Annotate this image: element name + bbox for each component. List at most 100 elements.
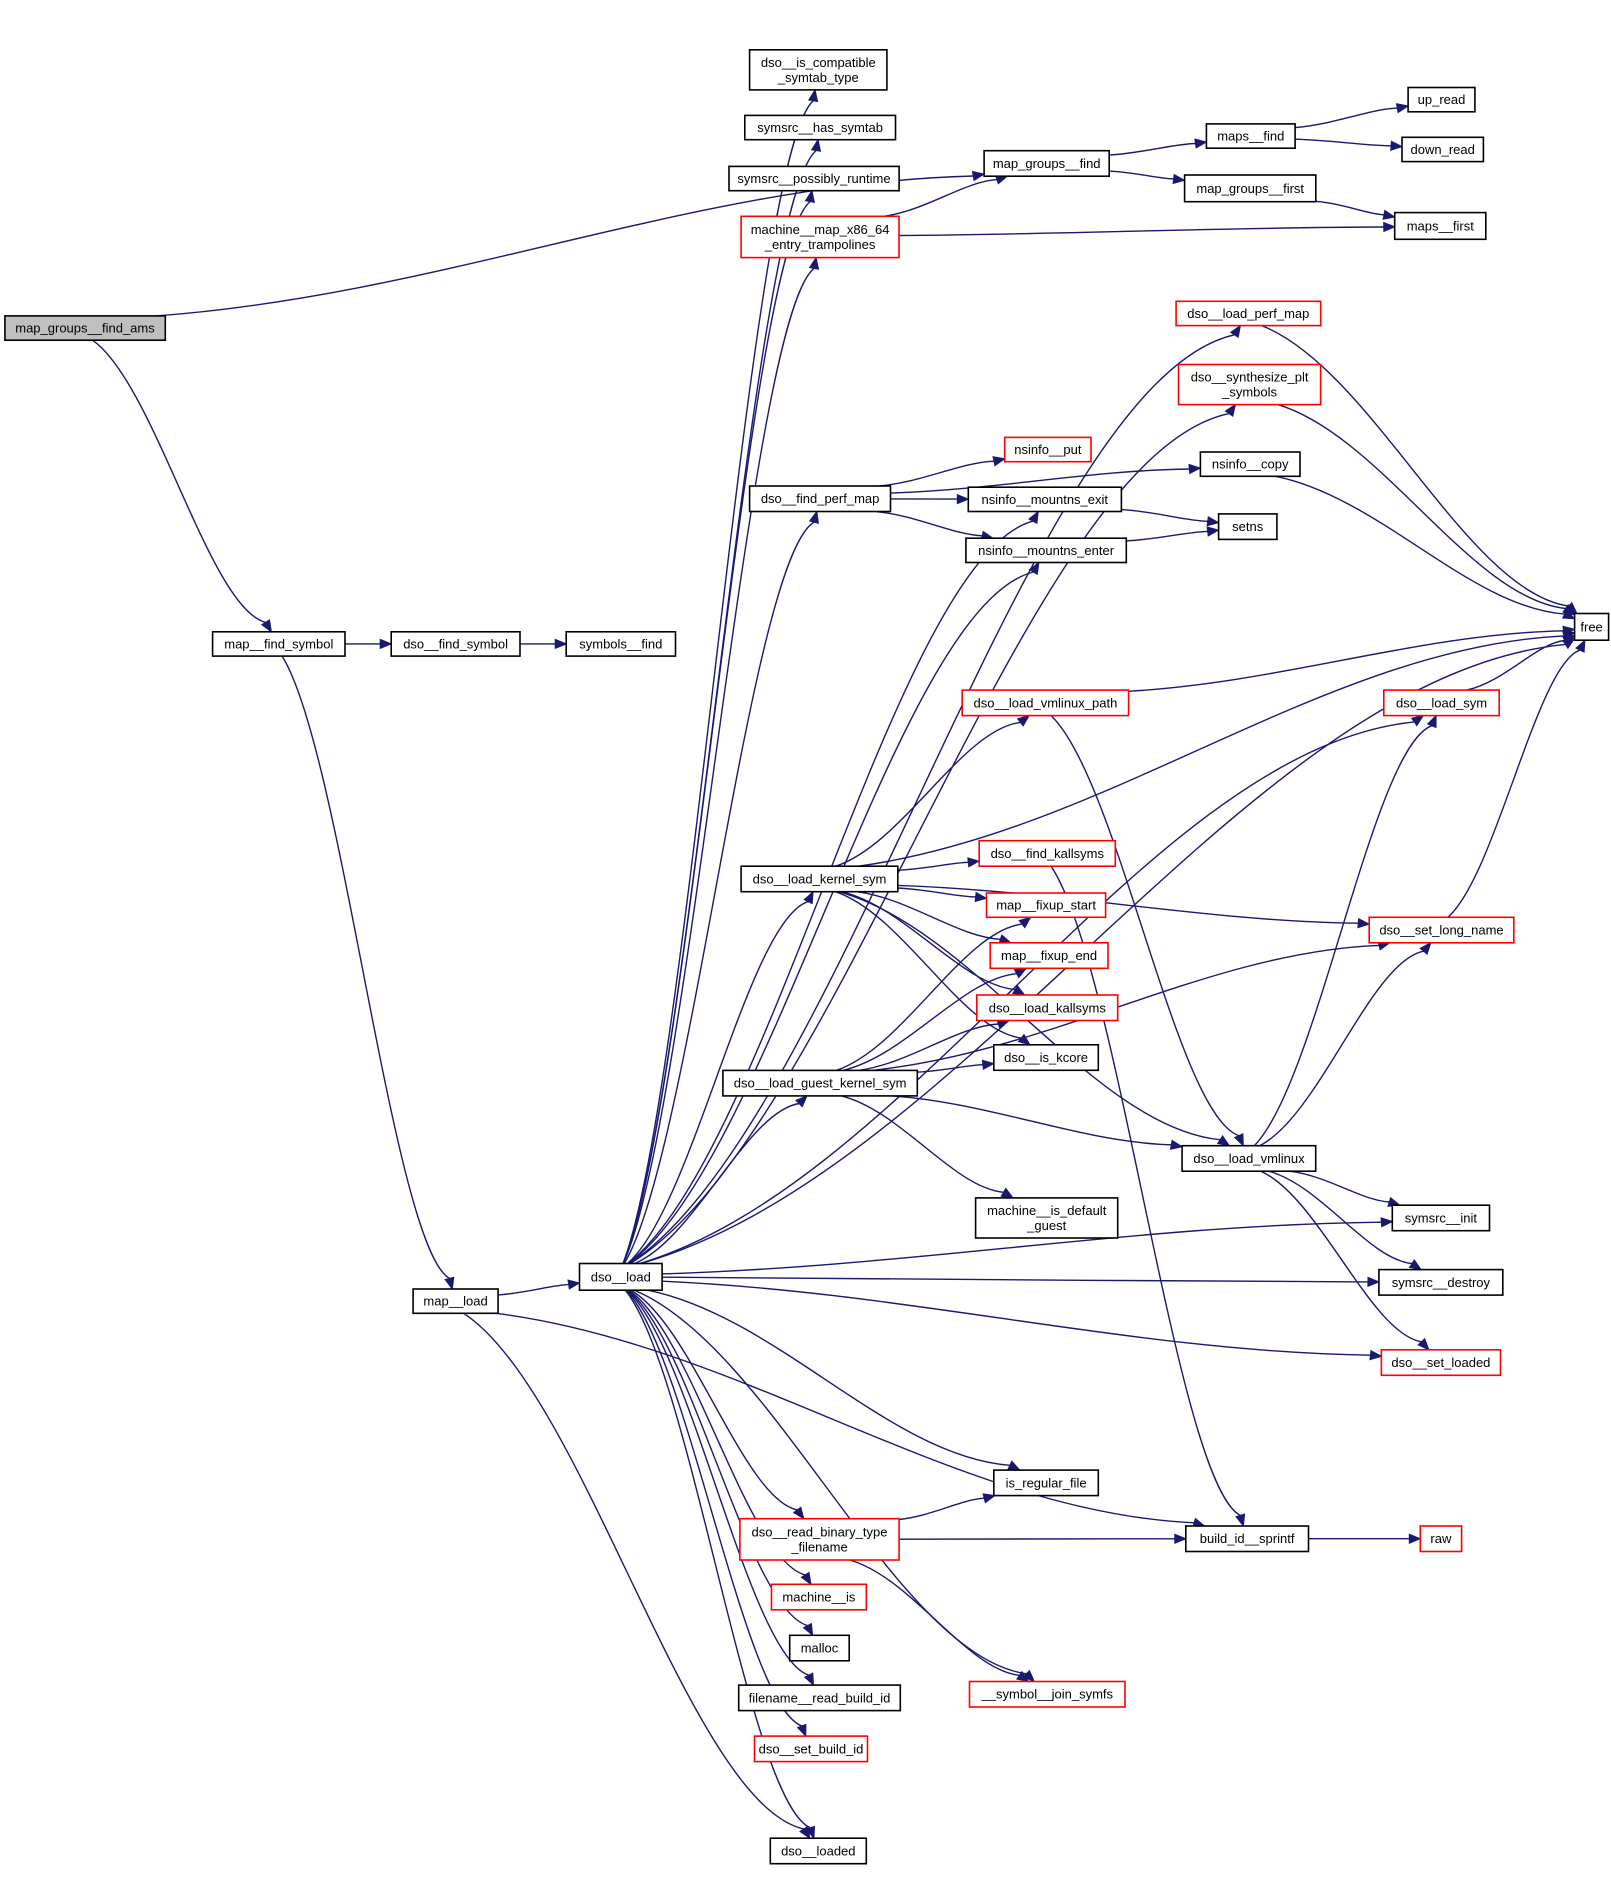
node-dso__synthesize_plt_symbols[interactable]: dso__synthesize_plt_symbols: [1177, 363, 1322, 406]
node-maps__find[interactable]: maps__find: [1205, 123, 1296, 150]
node-dso__find_symbol[interactable]: dso__find_symbol: [390, 630, 521, 657]
node-box[interactable]: [722, 1069, 919, 1097]
node-box[interactable]: [989, 941, 1109, 970]
node-box[interactable]: [1380, 1349, 1502, 1377]
node-box[interactable]: [978, 839, 1117, 868]
node-box[interactable]: [1393, 211, 1487, 241]
node-box[interactable]: [1401, 136, 1485, 163]
node-box[interactable]: [1378, 1268, 1504, 1296]
node-box[interactable]: [4, 315, 167, 341]
node-box[interactable]: [770, 1583, 868, 1611]
node-map__load[interactable]: map__load: [412, 1288, 499, 1315]
node-box[interactable]: [737, 1684, 902, 1712]
node-up_read[interactable]: up_read: [1407, 86, 1476, 113]
node-setns[interactable]: setns: [1217, 513, 1278, 541]
node-box[interactable]: [967, 486, 1123, 513]
node-dso__load_kallsyms[interactable]: dso__load_kallsyms: [975, 994, 1119, 1022]
node-box[interactable]: [788, 1634, 851, 1662]
node-raw[interactable]: raw: [1419, 1525, 1463, 1553]
node-box[interactable]: [965, 537, 1128, 564]
node-free[interactable]: free: [1573, 612, 1610, 642]
node-box[interactable]: [578, 1262, 663, 1292]
node-nsinfo__put[interactable]: nsinfo__put: [1003, 436, 1092, 463]
node-dso__read_binary_type_filename[interactable]: dso__read_binary_type_filename: [739, 1517, 900, 1561]
node-box[interactable]: [565, 630, 677, 657]
node-dso__set_build_id[interactable]: dso__set_build_id: [753, 1735, 869, 1763]
node-map_groups__first[interactable]: map_groups__first: [1183, 174, 1317, 203]
node-maps__first[interactable]: maps__first: [1393, 211, 1487, 241]
node-box[interactable]: [1003, 436, 1092, 463]
node-dso__loaded[interactable]: dso__loaded: [769, 1837, 868, 1865]
node-__symbol__join_symfs[interactable]: __symbol__join_symfs: [968, 1680, 1126, 1708]
node-box[interactable]: [1407, 86, 1476, 113]
node-build_id__sprintf[interactable]: build_id__sprintf: [1185, 1525, 1310, 1553]
node-box[interactable]: [740, 215, 900, 259]
node-box[interactable]: [1181, 1144, 1317, 1172]
node-down_read[interactable]: down_read: [1401, 136, 1485, 163]
node-box[interactable]: [1185, 1525, 1310, 1553]
node-box[interactable]: [211, 630, 346, 657]
node-box[interactable]: [1391, 1204, 1491, 1232]
node-symsrc__has_symtab[interactable]: symsrc__has_symtab: [743, 114, 897, 141]
node-dso__set_long_name[interactable]: dso__set_long_name: [1368, 916, 1515, 944]
node-box[interactable]: [992, 1469, 1100, 1497]
node-box[interactable]: [975, 994, 1119, 1022]
node-box[interactable]: [1183, 174, 1317, 203]
node-box[interactable]: [992, 1044, 1100, 1072]
node-machine__is[interactable]: machine__is: [770, 1583, 868, 1611]
node-dso__load_guest_kernel_sym[interactable]: dso__load_guest_kernel_sym: [722, 1069, 919, 1097]
node-box[interactable]: [769, 1837, 868, 1865]
node-map__find_symbol[interactable]: map__find_symbol: [211, 630, 346, 657]
node-symsrc__destroy[interactable]: symsrc__destroy: [1378, 1268, 1504, 1296]
node-box[interactable]: [1419, 1525, 1463, 1553]
node-box[interactable]: [985, 892, 1107, 919]
node-dso__load[interactable]: dso__load: [578, 1262, 663, 1292]
node-nsinfo__mountns_exit[interactable]: nsinfo__mountns_exit: [967, 486, 1123, 513]
node-box[interactable]: [748, 48, 888, 91]
node-box[interactable]: [961, 689, 1130, 717]
node-box[interactable]: [743, 114, 897, 141]
node-dso__find_kallsyms[interactable]: dso__find_kallsyms: [978, 839, 1117, 868]
node-map_groups__find[interactable]: map_groups__find: [983, 149, 1110, 177]
node-box[interactable]: [1175, 300, 1322, 327]
node-is_regular_file[interactable]: is_regular_file: [992, 1469, 1100, 1497]
node-box[interactable]: [740, 865, 899, 893]
node-symsrc__init[interactable]: symsrc__init: [1391, 1204, 1491, 1232]
node-box[interactable]: [974, 1197, 1119, 1239]
node-symsrc__possibly_runtime[interactable]: symsrc__possibly_runtime: [728, 165, 900, 192]
node-map_groups__find_ams[interactable]: map_groups__find_ams: [4, 315, 167, 341]
node-box[interactable]: [1383, 689, 1501, 717]
node-map__fixup_end[interactable]: map__fixup_end: [989, 941, 1109, 970]
node-filename__read_build_id[interactable]: filename__read_build_id: [737, 1684, 902, 1712]
node-dso__is_compatible_symtab_type[interactable]: dso__is_compatible_symtab_type: [748, 48, 888, 91]
node-box[interactable]: [1368, 916, 1515, 944]
node-box[interactable]: [968, 1680, 1126, 1708]
node-nsinfo__copy[interactable]: nsinfo__copy: [1199, 451, 1301, 478]
node-symbols__find[interactable]: symbols__find: [565, 630, 677, 657]
node-box[interactable]: [983, 149, 1110, 177]
node-machine__is_default_guest[interactable]: machine__is_default_guest: [974, 1197, 1119, 1239]
node-map__fixup_start[interactable]: map__fixup_start: [985, 892, 1107, 919]
node-malloc[interactable]: malloc: [788, 1634, 851, 1662]
node-dso__find_perf_map[interactable]: dso__find_perf_map: [748, 485, 892, 513]
node-box[interactable]: [412, 1288, 499, 1315]
node-box[interactable]: [748, 485, 892, 513]
node-dso__set_loaded[interactable]: dso__set_loaded: [1380, 1349, 1502, 1377]
node-box[interactable]: [728, 165, 900, 192]
node-box[interactable]: [1177, 363, 1322, 406]
node-box[interactable]: [1199, 451, 1301, 478]
node-box[interactable]: [1217, 513, 1278, 541]
node-box[interactable]: [1205, 123, 1296, 150]
node-nsinfo__mountns_enter[interactable]: nsinfo__mountns_enter: [965, 537, 1128, 564]
node-dso__load_kernel_sym[interactable]: dso__load_kernel_sym: [740, 865, 899, 893]
node-dso__load_perf_map[interactable]: dso__load_perf_map: [1175, 300, 1322, 327]
node-box[interactable]: [1573, 612, 1610, 642]
node-dso__load_vmlinux[interactable]: dso__load_vmlinux: [1181, 1144, 1317, 1172]
node-machine__map_x86_64_entry_trampolines[interactable]: machine__map_x86_64_entry_trampolines: [740, 215, 900, 259]
node-dso__load_sym[interactable]: dso__load_sym: [1383, 689, 1501, 717]
node-box[interactable]: [753, 1735, 869, 1763]
node-box[interactable]: [390, 630, 521, 657]
node-dso__is_kcore[interactable]: dso__is_kcore: [992, 1044, 1100, 1072]
node-dso__load_vmlinux_path[interactable]: dso__load_vmlinux_path: [961, 689, 1130, 717]
node-box[interactable]: [739, 1517, 900, 1561]
